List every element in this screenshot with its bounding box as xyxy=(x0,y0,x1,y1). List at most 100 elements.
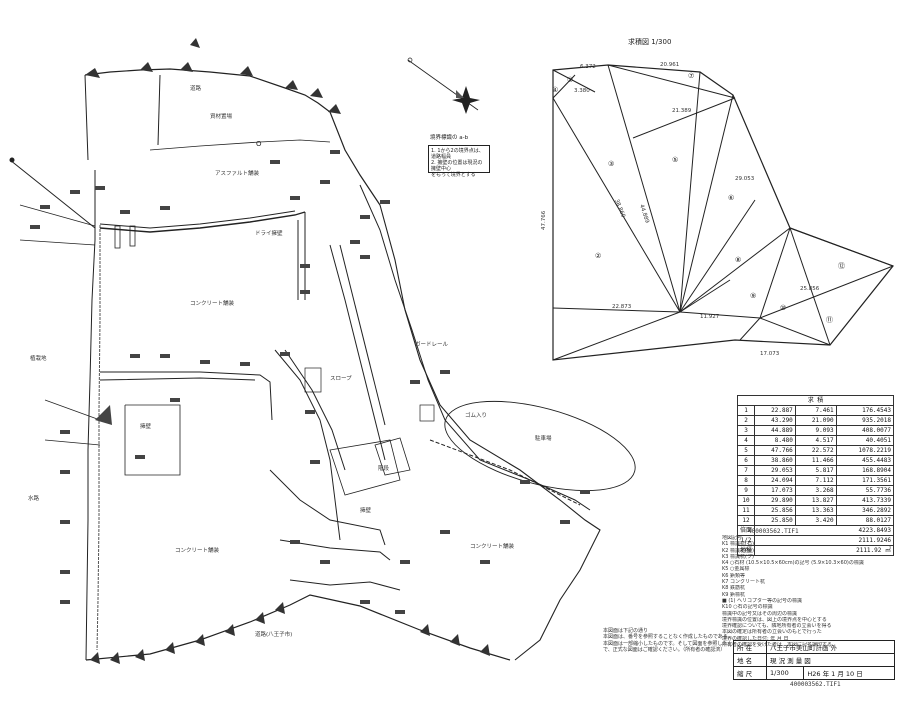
boundary-note-line: 2. 擁壁の位置は現況の擁壁中心 xyxy=(431,160,483,172)
legend-note-line: 境界の確認した日付: 年 月 日 xyxy=(722,635,789,642)
area-table-cell: 8 xyxy=(736,475,756,486)
dimension-label: 22.873 xyxy=(612,304,632,310)
area-table-cell: 413.7339 xyxy=(835,495,895,506)
parcel-number: ⑪ xyxy=(826,316,833,324)
boundary-note-line: をもって境界とする xyxy=(431,172,476,178)
area-table-cell: 9.093 xyxy=(794,425,837,436)
parcel-numbers: ① ② ③ ④ ⑤ ⑥ ⑦ ⑧ ⑨ ⑩ ⑪ ⑫ xyxy=(552,72,845,324)
title-block: 所 在 八王子市美山町計画 外 地 名 現 況 測 量 図 縮 尺 1/300 … xyxy=(733,640,895,680)
dimension-label: 11.927 xyxy=(700,314,720,320)
area-table-cell: 8.480 xyxy=(754,435,796,446)
area-table-cell: 88.0127 xyxy=(835,515,895,526)
bottom-note-line: 本図面は一部縮小したものです。そして図面を参照した上 xyxy=(603,640,733,647)
area-table-cell: 5.817 xyxy=(794,465,837,476)
area-label: 道路(八王子市) xyxy=(255,630,292,638)
bottom-note-line: で、正式な図面はご確認ください。（所有者の確認済） xyxy=(603,646,726,653)
title-block-location: 八王子市美山町計画 外 xyxy=(766,640,895,654)
parcel-number: ⑩ xyxy=(780,304,786,312)
legend-note-line: 地図記号 xyxy=(722,535,743,541)
legend-note-line: K1 標識杭(石) xyxy=(722,541,754,548)
area-value: 2111.92 ㎡ xyxy=(754,545,894,556)
area-table-cell: 3 xyxy=(736,425,756,436)
title-block-label: 所 在 xyxy=(733,640,767,654)
title-block-date: H26 年 1 月 10 日 xyxy=(803,666,895,680)
area-table-cell: 55.7736 xyxy=(835,485,895,496)
area-table-cell: 176.4543 xyxy=(835,405,895,416)
parcel-number: ③ xyxy=(608,160,614,168)
area-table-cell: 9 xyxy=(736,485,756,496)
boundary-markers xyxy=(85,38,490,664)
area-table-cell: 29.890 xyxy=(754,495,796,506)
area-label: 階段 xyxy=(378,464,390,472)
area-label: コンクリート舗装 xyxy=(175,546,220,554)
area-table-cell: 44.889 xyxy=(754,425,796,436)
legend-note-line: K4 ○石材 (10.5×10.5×60cm)の記号 (5.9×10.3×60)… xyxy=(722,560,864,567)
area-table-cell: 455.4483 xyxy=(835,455,895,466)
legend-note-line: 本図の確定は所有者の立会いのもとで行った xyxy=(722,629,822,636)
area-table-cell: 13.827 xyxy=(794,495,837,506)
area-table-cell: 10 xyxy=(736,495,756,506)
area-label: 地積 xyxy=(736,545,756,556)
legend-note-line: 境界標識の位置は、図上の境界点を中心とする xyxy=(722,616,827,623)
bottom-note-line: 本図面は、番号を参照することなく作成したものである。 xyxy=(603,634,733,641)
area-table-cell: 38.860 xyxy=(754,455,796,466)
area-label: コンクリート舗装 xyxy=(190,299,235,307)
dimension-label: 3.380 xyxy=(574,88,590,94)
area-label: 擁壁 xyxy=(140,422,152,430)
area-table-cell: 11.466 xyxy=(794,455,837,466)
title-block-label: 縮 尺 xyxy=(733,666,767,680)
title-block-label: 地 名 xyxy=(733,653,767,667)
dimension-label: 21.389 xyxy=(672,108,692,114)
dimension-label: 6.372 xyxy=(580,64,596,70)
area-table-cell: 168.8904 xyxy=(835,465,895,476)
area-table-cell: 408.0077 xyxy=(835,425,895,436)
legend-note-line: K9 鋲標杭 xyxy=(722,591,746,598)
area-table-cell: 5 xyxy=(736,445,756,456)
area-table-cell: 346.2892 xyxy=(835,505,895,516)
dimension-label: 44.889 xyxy=(638,204,650,225)
mark-label: O xyxy=(256,140,262,148)
area-label: スロープ xyxy=(330,375,352,382)
area-table-title: 求 積 xyxy=(737,395,894,406)
area-label: 水路 xyxy=(28,494,40,502)
area-table-cell: 17.073 xyxy=(754,485,796,496)
area-table-cell: 22.572 xyxy=(794,445,837,456)
parcel-number: ④ xyxy=(552,86,558,94)
area-table-cell: 47.766 xyxy=(754,445,796,456)
area-table-cell: 3.268 xyxy=(794,485,837,496)
area-table-cell: 7 xyxy=(736,465,756,476)
legend-note-line: K2 標識杭(金) xyxy=(722,547,754,554)
area-label: 道路 xyxy=(190,84,202,92)
dimension-labels: 6.372 20.961 3.380 21.389 22.873 11.927 … xyxy=(541,62,820,357)
bottom-note-line: 本図面は下記の通り xyxy=(603,628,649,634)
area-table-cell: 22.887 xyxy=(754,405,796,416)
area-table-cell: 21.090 xyxy=(794,415,837,426)
document-code: 400003562.TIF1 xyxy=(748,528,799,535)
area-labels: 資材置場 アスファルト舗装 コンクリート舗装 コンクリート舗装 コンクリート舗装… xyxy=(28,84,552,638)
legend-note-line: K3 標識杭(プ) xyxy=(722,553,754,560)
area-table-cell: 11 xyxy=(736,505,756,516)
area-label: アスファルト舗装 xyxy=(215,169,260,177)
area-table-cell: 24.094 xyxy=(754,475,796,486)
area-computation-diagram xyxy=(552,64,894,361)
north-arrow-icon xyxy=(407,57,480,114)
bottom-notes: 本図面は下記の通り 本図面は、番号を参照することなく作成したものである。 本図面… xyxy=(603,628,733,653)
area-table-cell: 4.517 xyxy=(794,435,837,446)
dimension-label: 17.073 xyxy=(760,351,780,357)
area-label: 擁壁 xyxy=(360,506,372,514)
survey-point-tags xyxy=(30,150,590,614)
area-label: ドライ擁壁 xyxy=(255,229,283,237)
boundary-line-bottom xyxy=(85,594,511,661)
area-table-cell: 1 xyxy=(736,405,756,416)
dimension-label: 47.766 xyxy=(541,210,547,230)
